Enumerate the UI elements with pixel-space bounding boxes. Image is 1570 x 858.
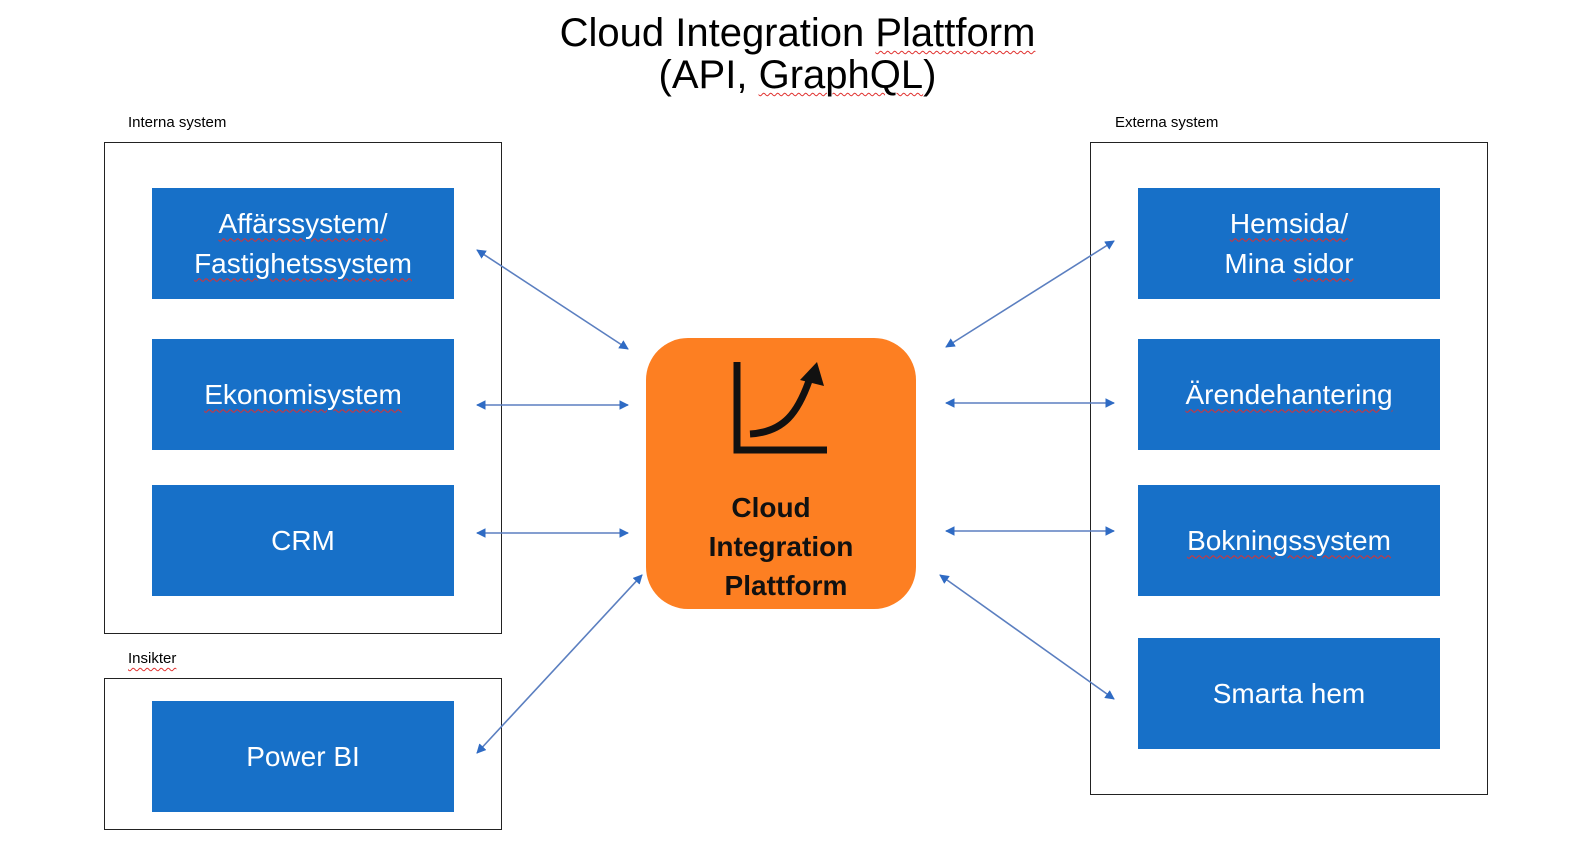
system-box-power-bi[interactable]: Power BI	[152, 701, 454, 812]
title-flagged-word: GraphQL	[758, 53, 924, 97]
system-box-smarta-hem[interactable]: Smarta hem	[1138, 638, 1440, 749]
system-box-bokningssystem[interactable]: Bokningssystem	[1138, 485, 1440, 596]
system-box-crm[interactable]: CRM	[152, 485, 454, 596]
hub-label: Cloud Integration Plattform	[708, 492, 854, 601]
connection-arrow-power-bi	[476, 574, 643, 754]
title-flagged-word: Plattform	[875, 11, 1036, 55]
connection-arrow-hemsida	[945, 240, 1115, 348]
title-line-1: Cloud Integration Plattform	[559, 11, 1036, 55]
diagram-title: Cloud Integration Plattform (API, GraphQ…	[0, 12, 1570, 96]
group-label-internal: Interna system	[128, 114, 227, 131]
system-box-affarssystem[interactable]: Affärssystem/Fastighetssystem	[152, 188, 454, 299]
system-box-hemsida[interactable]: Hemsida/Mina sidor	[1138, 188, 1440, 299]
hub-cloud-integration-platform[interactable]: Cloud Integration Plattform	[646, 338, 916, 609]
connection-arrow-affarssystem	[476, 249, 629, 350]
growth-chart-icon	[733, 362, 827, 454]
system-box-ekonomisystem[interactable]: Ekonomisystem	[152, 339, 454, 450]
title-line-2: (API, GraphQL)	[658, 53, 937, 97]
system-box-arendehantering[interactable]: Ärendehantering	[1138, 339, 1440, 450]
group-label-insights: Insikter	[128, 650, 177, 667]
connection-arrow-smarta-hem	[939, 574, 1115, 700]
group-label-external: Externa system	[1115, 114, 1219, 131]
